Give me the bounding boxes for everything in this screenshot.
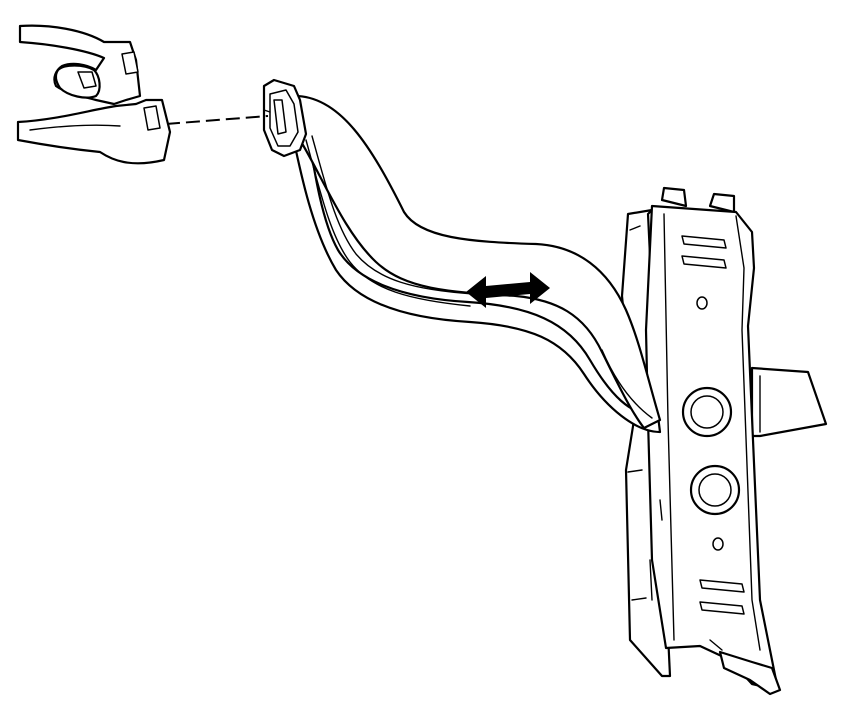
mounting-bracket	[620, 186, 782, 696]
connector-icon	[262, 78, 308, 158]
alignment-dashed-line	[165, 115, 269, 125]
hand-grip-icon	[16, 24, 172, 165]
bracket-side-tab	[750, 366, 828, 438]
flat-cable	[290, 94, 662, 434]
slide-direction-arrow-icon	[466, 272, 550, 308]
